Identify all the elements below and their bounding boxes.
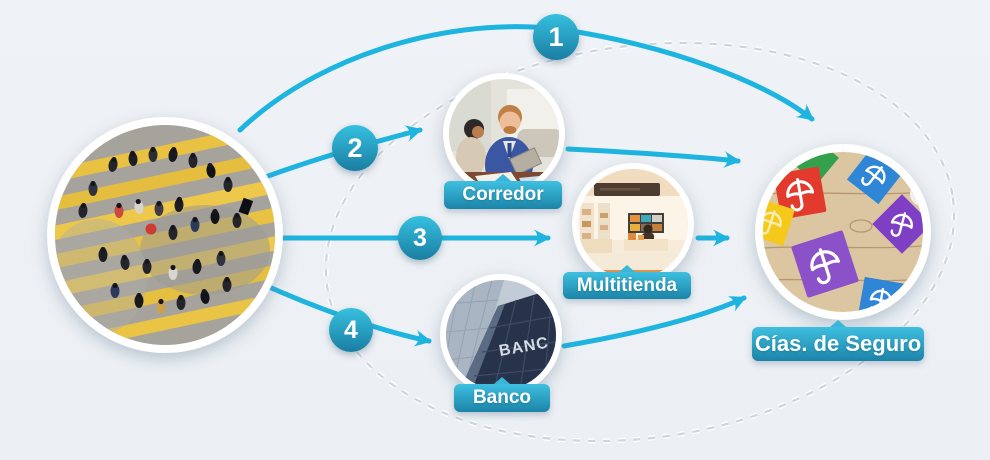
corredor-photo <box>443 73 565 195</box>
broker-meeting-image <box>449 79 559 189</box>
crowd-people <box>77 146 254 314</box>
multitienda-photo <box>572 163 694 285</box>
banco-label-notch <box>494 377 510 384</box>
tablet <box>509 147 543 176</box>
yellow-umbrella-block <box>763 198 795 246</box>
multitienda-label: Multitienda <box>563 265 691 299</box>
arrow-corredor-to-insurers <box>565 146 741 169</box>
channel-2-badge: 2 <box>332 125 378 171</box>
channel-3-number: 3 <box>413 223 427 252</box>
dashed-orbit-ellipse <box>323 40 957 444</box>
customers-photo <box>47 117 283 353</box>
channel-4-badge: 4 <box>329 308 373 352</box>
banco-photo: BANC <box>440 274 562 396</box>
corredor-label-notch <box>495 174 511 181</box>
banco-label: Banco <box>454 377 550 412</box>
bank-building-image: BANC <box>446 280 556 390</box>
corredor-label: Corredor <box>444 174 562 209</box>
multitienda-label-notch <box>619 265 635 272</box>
insurers-label-text: Cías. de Seguro <box>754 331 922 356</box>
crowd-crossing-image <box>55 125 275 345</box>
insurers-label: Cías. de Seguro <box>752 320 924 361</box>
purple-umbrella-block <box>791 230 859 298</box>
insurers-label-notch <box>830 320 846 327</box>
red-umbrella-block <box>773 166 827 220</box>
channel-3-badge: 3 <box>398 216 442 260</box>
banco-label-text: Banco <box>472 387 532 408</box>
multitienda-label-text: Multitienda <box>576 274 678 296</box>
channel-4-number: 4 <box>344 315 358 344</box>
channel-2-number: 2 <box>347 132 363 163</box>
channel-1-number: 1 <box>548 21 564 52</box>
insurers-photo <box>755 144 931 320</box>
corredor-label-text: Corredor <box>462 184 544 205</box>
umbrella-blocks-image <box>763 152 923 312</box>
store-interior-image <box>578 169 688 279</box>
channel-1-badge: 1 <box>533 14 579 60</box>
broker-woman <box>456 119 486 177</box>
arrow-banco-to-insurers <box>561 295 747 349</box>
